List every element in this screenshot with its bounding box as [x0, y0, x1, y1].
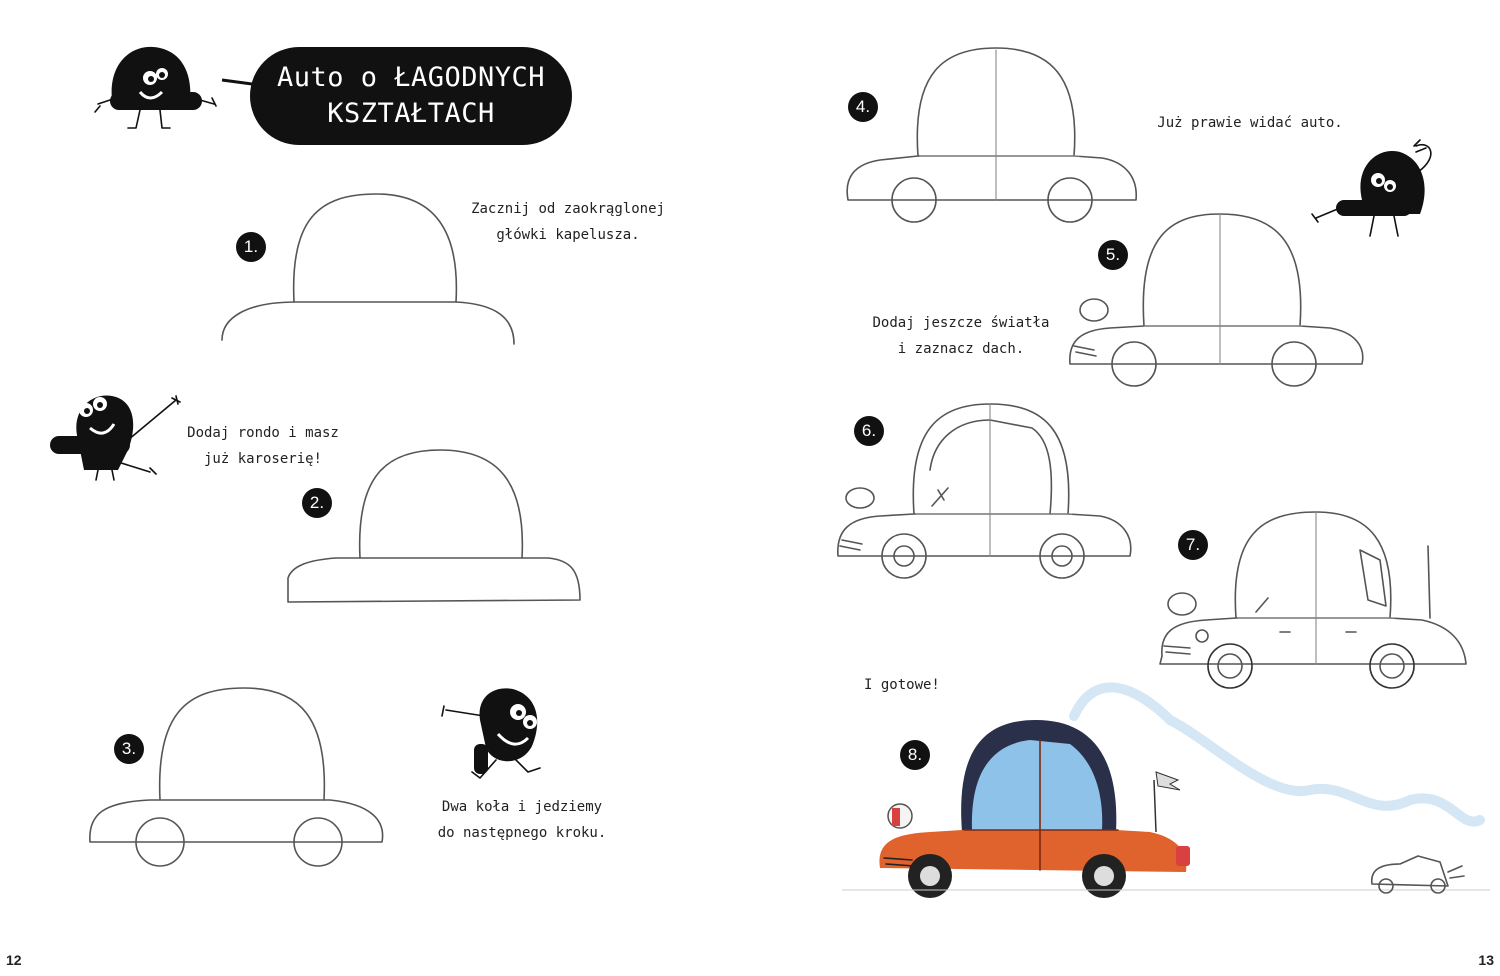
page-number-right: 13 — [1478, 952, 1494, 968]
step-2-badge: 2. — [302, 488, 332, 518]
note-line: Zacznij od zaokrąglonej — [471, 201, 665, 217]
step-1-badge: 1. — [236, 232, 266, 262]
mascot-blob-icon — [94, 46, 253, 129]
note-line: główki kapelusza. — [496, 227, 640, 243]
step-5-sketch — [1069, 213, 1364, 387]
step-5-badge: 5. — [1098, 240, 1128, 270]
step-3-badge: 3. — [114, 734, 144, 764]
step-7-sketch — [1159, 511, 1467, 689]
mascot-dancing-icon — [441, 688, 541, 779]
step-1-sketch — [221, 193, 515, 345]
title-line-2: KSZTAŁTACH — [327, 98, 495, 129]
step-2-note: Dodaj rondo i masz już karoserię! — [178, 420, 348, 472]
note-line: Dodaj jeszcze światła — [872, 315, 1050, 331]
note-line: do następnego kroku. — [437, 825, 607, 841]
step-4-sketch — [846, 47, 1137, 223]
step-3-note: Dwa koła i jedziemy do następnego kroku. — [432, 794, 612, 846]
note-line: i zaznacz dach. — [897, 341, 1025, 357]
step-3-sketch — [89, 687, 384, 867]
step-4-badge: 4. — [848, 92, 878, 122]
step-8-colored-car — [842, 682, 1490, 898]
step-4-note: Już prawie widać auto. — [1150, 110, 1350, 136]
note-line: już karoserię! — [203, 451, 322, 467]
page-number-left: 12 — [6, 952, 22, 968]
mascot-pointing-icon — [50, 395, 181, 481]
left-page: Auto o ŁAGODNYCH KSZTAŁTACH 1. Zacznij o… — [6, 46, 668, 968]
right-page: 4. Już prawie widać auto. 5. Dodaj jeszc… — [750, 0, 1500, 976]
right-page-drawings — [837, 47, 1490, 898]
step-8-note: I gotowe! — [864, 672, 940, 698]
note-line: Już prawie widać auto. — [1157, 115, 1343, 131]
mascot-scratching-icon — [1311, 139, 1432, 237]
step-1-note: Zacznij od zaokrąglonej główki kapelusza… — [468, 196, 668, 248]
step-7-badge: 7. — [1178, 530, 1208, 560]
note-line: Dodaj rondo i masz — [187, 425, 339, 441]
note-line: Dwa koła i jedziemy — [441, 799, 603, 815]
step-8-badge: 8. — [900, 740, 930, 770]
step-5-note: Dodaj jeszcze światła i zaznacz dach. — [866, 310, 1056, 362]
step-6-badge: 6. — [854, 416, 884, 446]
page-title: Auto o ŁAGODNYCH KSZTAŁTACH — [250, 47, 572, 145]
left-page-drawings — [50, 46, 581, 867]
step-6-sketch — [837, 403, 1132, 579]
title-line-1: Auto o ŁAGODNYCH — [276, 62, 546, 93]
note-line: I gotowe! — [864, 677, 940, 693]
step-2-sketch — [287, 449, 581, 603]
tiny-car-icon — [1371, 855, 1465, 894]
